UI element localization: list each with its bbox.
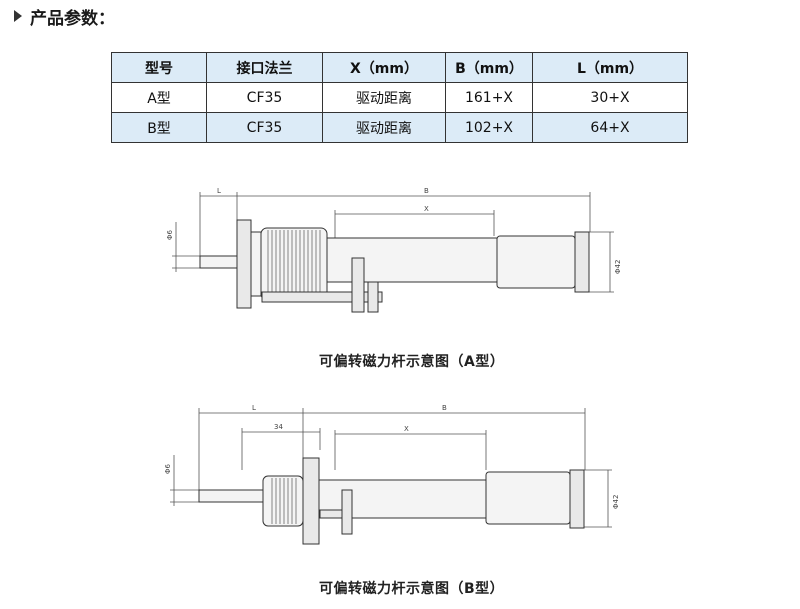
triangle-bullet-icon	[14, 10, 22, 22]
dim-label-shaft-dia: Φ6	[166, 229, 174, 240]
dim-label-x: X	[424, 205, 429, 213]
table-cell: 64+X	[532, 112, 688, 143]
dimension-flange: 34	[241, 423, 321, 470]
dimension-body-dia: Φ42	[586, 231, 622, 293]
table-cell: 驱动距离	[322, 82, 446, 113]
dim-label-l: L	[252, 404, 256, 412]
dim-label-body-dia: Φ42	[614, 260, 622, 274]
dimension-l: L	[199, 187, 238, 268]
table-cell: 驱动距离	[322, 112, 446, 143]
bellows-body	[262, 475, 304, 527]
dimension-body-dia: Φ42	[582, 469, 620, 528]
dim-label-shaft-dia: Φ6	[164, 463, 172, 474]
dimension-x: X	[334, 425, 487, 470]
table-row: A型 CF35 驱动距离 161+X 30+X	[111, 82, 688, 113]
end-cap	[569, 469, 585, 529]
table-cell: 161+X	[445, 82, 533, 113]
dimension-b: B	[303, 404, 586, 470]
table-header-row: 型号 接口法兰 X（mm） B（mm） L（mm）	[111, 52, 688, 83]
bracket-plate	[351, 257, 365, 313]
cf35-flange	[302, 457, 320, 545]
dim-label-body-dia: Φ42	[612, 495, 620, 509]
bracket-clamp	[367, 281, 379, 313]
dimension-l: L	[198, 404, 304, 500]
bellows-threads	[267, 230, 321, 298]
section-heading-text: 产品参数：	[30, 8, 115, 29]
diagram-b-caption: 可偏转磁力杆示意图（B型）	[319, 581, 505, 597]
end-cap	[574, 231, 590, 293]
header-model: 型号	[111, 52, 207, 83]
support-bracket	[261, 291, 383, 303]
dim-label-b: B	[424, 187, 429, 195]
table-cell: CF35	[206, 82, 323, 113]
drive-shaft	[198, 489, 264, 503]
header-l: L（mm）	[532, 52, 688, 83]
section-heading: 产品参数：	[14, 4, 115, 29]
dim-label-b: B	[442, 404, 447, 412]
table-cell: CF35	[206, 112, 323, 143]
header-flange: 接口法兰	[206, 52, 323, 83]
table-cell: B型	[111, 112, 207, 143]
magnet-housing	[485, 471, 571, 525]
bracket-plate	[341, 489, 353, 535]
dimension-b: B	[237, 187, 591, 232]
dim-label-l: L	[217, 187, 221, 195]
dimension-shaft-dia: Φ6	[166, 222, 200, 272]
header-x: X（mm）	[322, 52, 446, 83]
table-cell: 30+X	[532, 82, 688, 113]
diagram-a-caption: 可偏转磁力杆示意图（A型）	[319, 354, 505, 370]
header-b: B（mm）	[445, 52, 533, 83]
dim-label-flange: 34	[274, 423, 283, 431]
dim-label-x: X	[404, 425, 409, 433]
bellows-threads	[271, 478, 297, 524]
table-row: B型 CF35 驱动距离 102+X 64+X	[111, 112, 688, 143]
table-cell: 102+X	[445, 112, 533, 143]
dimension-shaft-dia: Φ6	[164, 455, 199, 506]
parameter-table: 型号 接口法兰 X（mm） B（mm） L（mm） A型 CF35 驱动距离 1…	[111, 52, 688, 143]
